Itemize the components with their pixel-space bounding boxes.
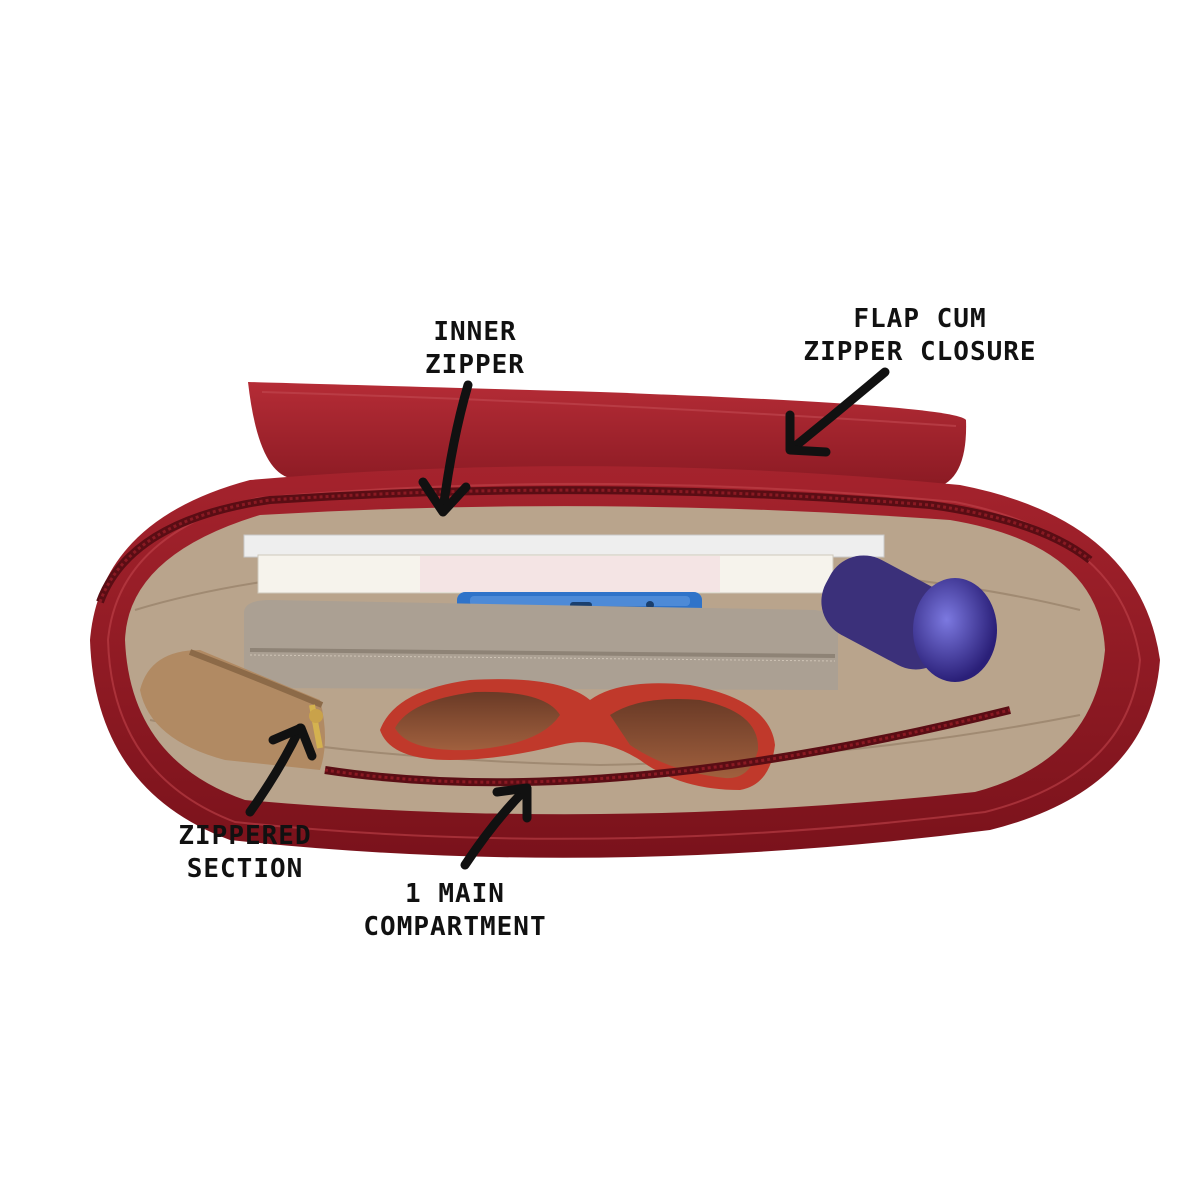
main-compartment-arrowhead [492,783,532,823]
sunglasses [380,679,775,790]
inner-zipper-track [96,486,1093,604]
callout-zippered-line2: SECTION [186,854,304,884]
bag-flap [248,382,967,488]
callout-inner-zipper: INNER ZIPPER [400,316,550,382]
inner-zipper-arrow [438,380,473,515]
callout-inner-zipper-line1: INNER [433,317,517,347]
callout-inner-zipper-line2: ZIPPER [425,350,525,380]
smartphone [457,592,702,618]
zippered-section-arrow [245,723,305,817]
zippered-section-arrowhead [268,723,317,761]
callout-flap-closure: FLAP CUM ZIPPER CLOSURE [800,303,1040,369]
main-compartment-arrow [460,785,530,870]
notebooks [243,534,885,594]
callout-flap-line1: FLAP CUM [853,304,987,334]
wallet [244,600,838,690]
callout-main-line1: 1 MAIN [405,879,505,909]
callout-flap-line2: ZIPPER CLOSURE [803,337,1037,367]
callout-main-compartment: 1 MAIN COMPARTMENT [340,878,570,944]
annotation-arrows [245,367,890,870]
inner-zipper-arrowhead [418,477,471,517]
callout-main-line2: COMPARTMENT [363,912,547,942]
water-bottle [821,555,997,682]
front-zipper-track [324,706,1011,787]
callout-zippered-line1: ZIPPERED [178,821,312,851]
flap-arrowhead [785,410,831,457]
flap-arrow [788,367,890,453]
callout-zippered-section: ZIPPERED SECTION [150,820,340,886]
